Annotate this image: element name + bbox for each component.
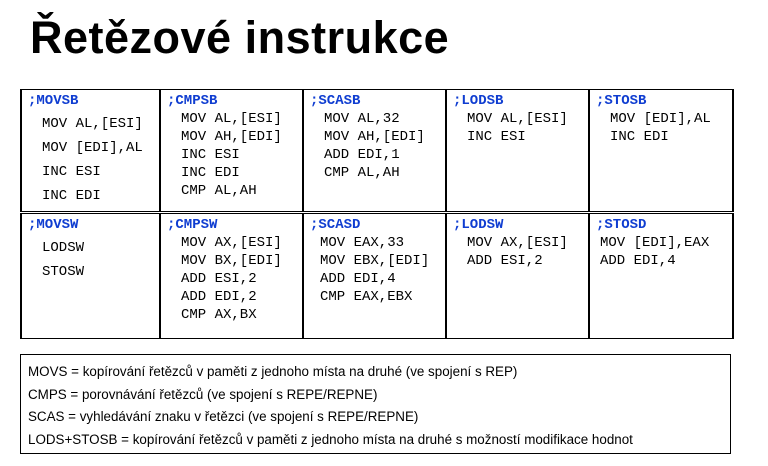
table-cell-scasb: ;SCASB MOV AL,32 MOV AH,[EDI] ADD EDI,1 …: [302, 89, 447, 214]
code-line: MOV [EDI],AL: [42, 140, 143, 156]
code-line: CMP AX,BX: [181, 307, 257, 323]
table-cell-cmpsw: ;CMPSW MOV AX,[ESI] MOV BX,[EDI] ADD ESI…: [159, 212, 304, 339]
cell-label: ;CMPSW: [167, 217, 218, 233]
table-cell-movsb: ;MOVSB MOV AL,[ESI] MOV [EDI],AL INC ESI…: [20, 89, 161, 214]
code-line: ADD EDI,2: [181, 289, 257, 305]
code-line: CMP AL,AH: [324, 165, 400, 181]
table-cell-lodsw: ;LODSW MOV AX,[ESI] ADD ESI,2: [445, 212, 590, 339]
table-cell-lodsb: ;LODSB MOV AL,[ESI] INC ESI: [445, 89, 590, 214]
code-line: INC EDI: [610, 129, 669, 145]
cell-label: ;SCASB: [310, 93, 361, 109]
cell-label: ;LODSW: [453, 217, 504, 233]
cell-label: ;STOSD: [596, 217, 647, 233]
code-line: CMP EAX,EBX: [320, 289, 413, 305]
cell-label: ;SCASD: [310, 217, 361, 233]
code-line: MOV AL,[ESI]: [181, 111, 282, 127]
cell-label: ;CMPSB: [167, 93, 218, 109]
code-line: MOV AL,32: [324, 111, 400, 127]
code-line: MOV AX,[ESI]: [467, 235, 568, 251]
code-line: CMP AL,AH: [181, 183, 257, 199]
note-cmps: CMPS = porovnávání řetězců (ve spojení s…: [28, 386, 378, 402]
code-line: STOSW: [42, 264, 85, 280]
note-movs: MOVS = kopírování řetězců v paměti z jed…: [28, 364, 518, 379]
code-line: LODSW: [42, 240, 85, 256]
cell-label: ;STOSB: [596, 93, 647, 109]
slide-title: Řetězové instrukce: [30, 12, 450, 63]
table-cell-movsw: ;MOVSW LODSW STOSW: [20, 212, 161, 339]
code-line: MOV AH,[EDI]: [324, 129, 425, 145]
code-line: MOV BX,[EDI]: [181, 253, 282, 269]
code-line: MOV [EDI],EAX: [600, 235, 710, 251]
table-row: ;MOVSW LODSW STOSW ;CMPSW MOV AX,[ESI] M…: [20, 212, 734, 339]
code-line: MOV AH,[EDI]: [181, 129, 282, 145]
code-line: MOV AL,[ESI]: [467, 111, 568, 127]
cell-label: ;MOVSW: [28, 217, 79, 233]
code-line: MOV EBX,[EDI]: [320, 253, 430, 269]
code-line: ADD EDI,4: [600, 253, 676, 269]
instruction-table: ;MOVSB MOV AL,[ESI] MOV [EDI],AL INC ESI…: [20, 89, 734, 339]
code-line: MOV EAX,33: [320, 235, 405, 251]
table-cell-cmpsb: ;CMPSB MOV AL,[ESI] MOV AH,[EDI] INC ESI…: [159, 89, 304, 214]
code-line: INC ESI: [467, 129, 526, 145]
note-scas: SCAS = vyhledávání znaku v řetězci (ve s…: [28, 409, 419, 424]
code-line: ADD ESI,2: [467, 253, 543, 269]
notes-box: MOVS = kopírování řetězců v paměti z jed…: [20, 354, 731, 454]
cell-label: ;MOVSB: [28, 93, 79, 109]
code-line: ADD EDI,4: [320, 271, 396, 287]
code-line: MOV AL,[ESI]: [42, 116, 143, 132]
code-line: INC EDI: [181, 165, 240, 181]
code-line: INC ESI: [181, 147, 240, 163]
table-cell-stosb: ;STOSB MOV [EDI],AL INC EDI: [588, 89, 734, 214]
code-line: ADD EDI,1: [324, 147, 400, 163]
code-line: MOV AX,[ESI]: [181, 235, 282, 251]
table-row: ;MOVSB MOV AL,[ESI] MOV [EDI],AL INC ESI…: [20, 89, 734, 214]
cell-label: ;LODSB: [453, 93, 504, 109]
code-line: MOV [EDI],AL: [610, 111, 711, 127]
code-line: INC EDI: [42, 188, 101, 204]
note-lods-stosb: LODS+STOSB = kopírování řetězců v paměti…: [28, 431, 633, 447]
table-cell-scasd: ;SCASD MOV EAX,33 MOV EBX,[EDI] ADD EDI,…: [302, 212, 447, 339]
table-cell-stosd: ;STOSD MOV [EDI],EAX ADD EDI,4: [588, 212, 734, 339]
code-line: INC ESI: [42, 164, 101, 180]
code-line: ADD ESI,2: [181, 271, 257, 287]
